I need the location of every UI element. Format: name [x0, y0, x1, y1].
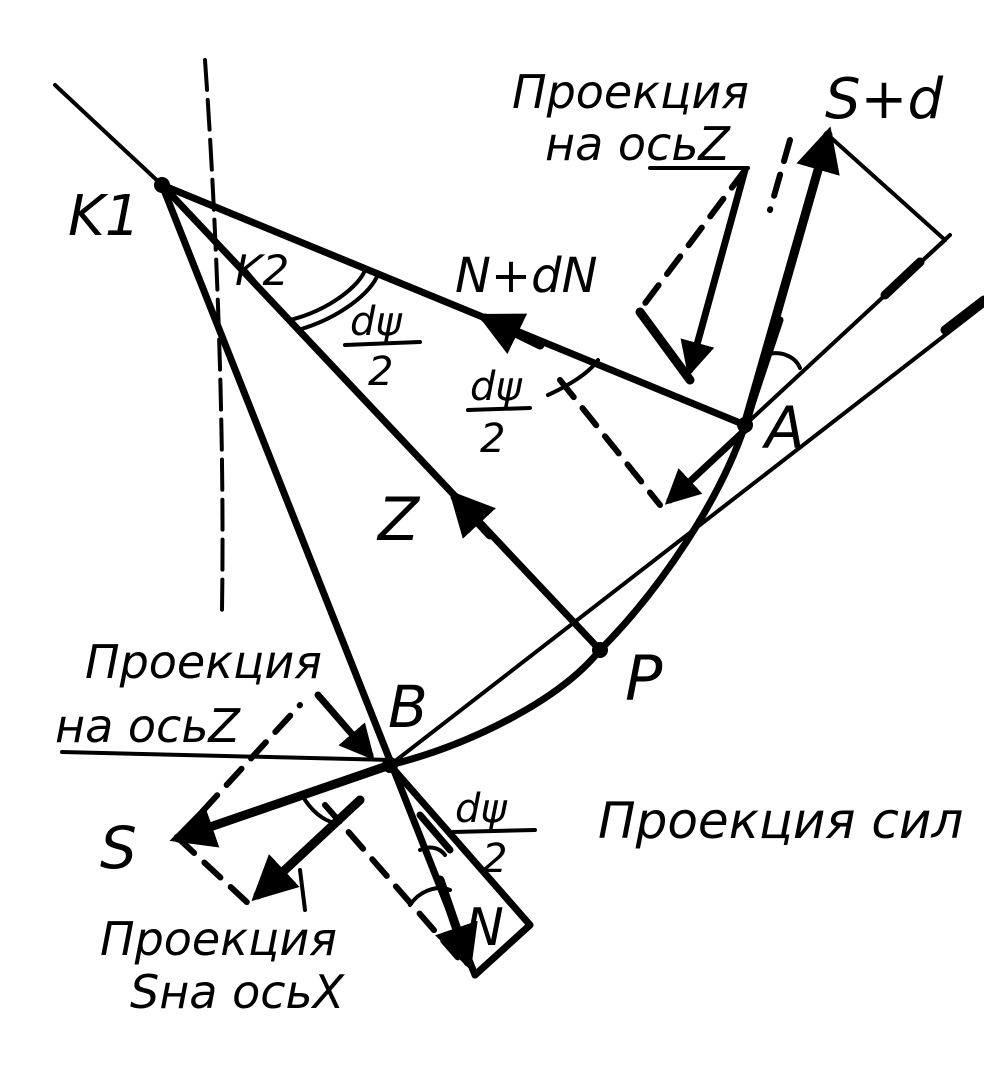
arrow-s-proj-x: [251, 795, 365, 902]
arrow-proj-z-left: [314, 691, 375, 761]
horizontal-proj-line: [60, 750, 392, 762]
line-k1-n: [158, 181, 479, 979]
label-k1: K1: [68, 184, 140, 249]
proj-arrow-thick: [635, 307, 695, 385]
proj-top-line1: Проекция: [512, 65, 749, 119]
dashed-b-n: [322, 802, 463, 963]
line-k1-a: [158, 181, 749, 429]
dpsi-bot-den: 2: [482, 836, 507, 882]
dashed-proj-a3: [557, 377, 663, 508]
force-s: [169, 760, 395, 848]
angle-arc-b3: [418, 845, 447, 857]
angle-arc-a: [546, 358, 600, 397]
n-parallelogram-a: [386, 761, 534, 929]
label-point-b: B: [388, 673, 428, 741]
point-p-dot: [592, 642, 608, 658]
label-n: N: [465, 898, 504, 958]
dashed-proj-a1: [637, 167, 748, 313]
angle-arc-k1: [288, 268, 367, 322]
proj-bottom-pointer: [298, 868, 307, 912]
angle-arc-b2: [408, 886, 452, 907]
label-n-plus-dn: N+dN: [455, 248, 598, 304]
point-k1: [154, 177, 170, 193]
dpsi-top-num: dψ: [350, 299, 403, 345]
arrow-n: [435, 875, 478, 971]
dpsi-top-bar: [343, 340, 422, 347]
line-k1-p: [158, 181, 604, 654]
dpsi-mid-den: 2: [480, 416, 505, 462]
dashed-s-proj2: [175, 702, 303, 841]
label-axis-z: Z: [376, 485, 421, 555]
proj-left-line1: Проекция: [85, 635, 322, 689]
thick-tangent-seg: [880, 257, 925, 300]
arrow-z: [448, 490, 496, 540]
curve-b-p-a: [386, 316, 784, 769]
angle-arc-a2: [763, 351, 802, 370]
force-s-plus-d: [740, 126, 840, 430]
dashed-proj-a2: [767, 137, 793, 213]
dpsi-bot-num: dψ: [455, 786, 508, 832]
proj-bottom-line1: Проекция: [100, 912, 337, 966]
thick-tangent-seg2: [940, 295, 984, 335]
proj-arrow-dpsi: [664, 426, 749, 505]
proj-bottom-line2: Sна осьX: [130, 965, 346, 1019]
proj-arrow-down: [680, 166, 749, 377]
dpsi-mid-num: dψ: [470, 364, 523, 410]
arrow-tangent-b: [416, 811, 454, 854]
point-b-dot: [382, 757, 398, 773]
dpsi-top-den: 2: [368, 349, 393, 395]
parallelogram-top: [826, 133, 947, 242]
label-point-p: P: [625, 642, 663, 715]
tangent-line: [388, 303, 984, 767]
n-parallelogram-b: [471, 921, 534, 979]
angle-arc-b: [303, 798, 342, 825]
dashed-s-proj1: [175, 835, 253, 908]
line-k1-extension: [53, 83, 164, 187]
vertical-axis-line: [203, 58, 225, 612]
label-s: S: [100, 814, 137, 882]
angle-arc-k1b: [296, 272, 380, 332]
proj-right: Проекция сил: [598, 792, 963, 850]
label-point-a: A: [761, 394, 805, 462]
point-a-dot: [737, 417, 753, 433]
proj-top-line2: на осьZ: [545, 117, 731, 171]
arrow-n-plus-dn: [476, 313, 545, 355]
label-k2: K2: [235, 246, 289, 295]
proj-left-line2: на осьZ: [55, 699, 241, 753]
dpsi-bot-bar: [451, 828, 537, 834]
dpsi-mid-bar: [466, 406, 532, 412]
label-s-plus-d: S+d: [825, 67, 943, 132]
